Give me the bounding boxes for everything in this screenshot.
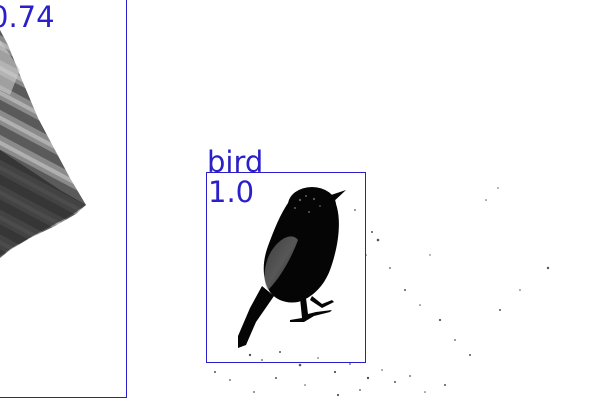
detection-box-1 (206, 172, 366, 363)
detection-score-0: 0.74 (0, 0, 55, 34)
detection-label-1: bird (207, 145, 264, 179)
detection-box-0 (0, 0, 127, 398)
left-object (0, 30, 86, 258)
ground-speckles (214, 187, 550, 397)
bird-head-texture (294, 195, 321, 213)
bird-wing (264, 236, 298, 290)
bird (238, 187, 346, 348)
detection-score-1: 1.0 (208, 175, 255, 209)
